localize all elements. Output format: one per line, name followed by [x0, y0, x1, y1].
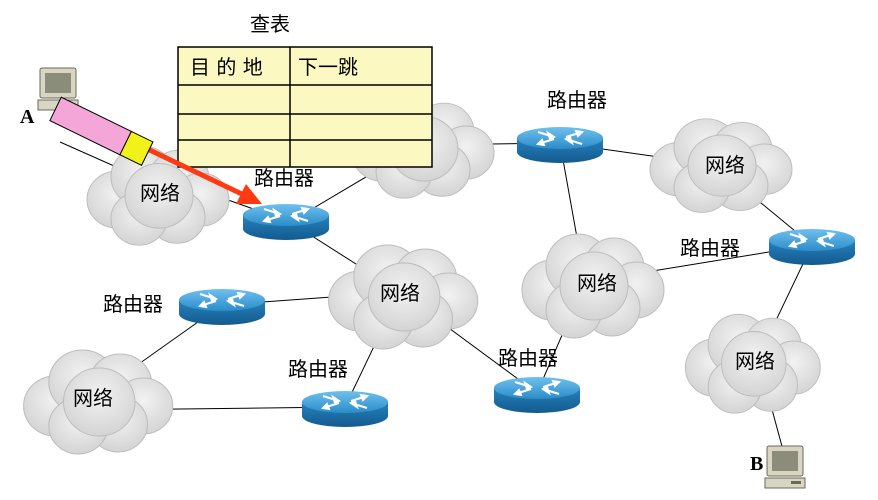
- router-label: 路由器: [103, 292, 163, 316]
- router-label: 路由器: [498, 346, 558, 370]
- packet-icon: [49, 96, 154, 166]
- router-icon: [242, 203, 330, 241]
- network-label: 网络: [705, 153, 745, 177]
- network-label: 网络: [735, 349, 775, 373]
- host-b-label: B: [750, 453, 763, 475]
- table-header-next-hop: 下一跳: [298, 55, 358, 79]
- network-label: 网络: [73, 386, 113, 410]
- router-icon: [768, 228, 856, 266]
- router-label: 路由器: [680, 236, 740, 260]
- table-header-destination: 目 的 地: [190, 55, 263, 79]
- router-label: 路由器: [547, 88, 607, 112]
- table-caption: 查表: [250, 12, 290, 36]
- network-label: 网络: [140, 181, 180, 205]
- router-label: 路由器: [288, 357, 348, 381]
- routing-table: 查表 目 的 地 下一跳: [177, 12, 433, 168]
- router-label: 路由器: [254, 166, 314, 190]
- router-icon: [516, 126, 604, 164]
- router-icon: [301, 390, 389, 428]
- arrow-icon: [133, 140, 262, 204]
- router-icon: [493, 376, 581, 414]
- computer-icon: [764, 445, 806, 489]
- network-label: 网络: [577, 271, 617, 295]
- host-a-label: A: [20, 106, 35, 128]
- network-label: 网络: [380, 281, 420, 305]
- router-icon: [178, 288, 266, 326]
- table-frame: [177, 46, 433, 168]
